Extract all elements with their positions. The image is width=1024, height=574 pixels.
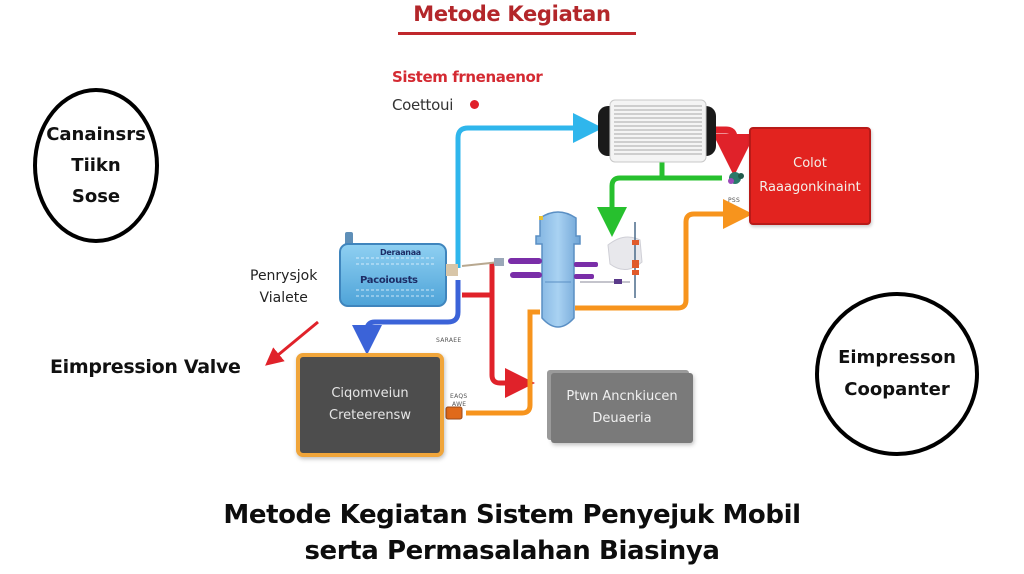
red-box-line-2: Raaagonkinaint xyxy=(759,180,861,195)
pipe-orange-right xyxy=(575,199,753,311)
pipe-red-upper xyxy=(712,126,755,176)
dark-box-line-1: Ciqomveiun xyxy=(331,386,409,401)
connector-fitting-icon xyxy=(728,172,744,184)
legend-label-control: Coettoui xyxy=(392,96,454,114)
pipe-green xyxy=(597,160,665,237)
pressure-valve-line-2: Vialete xyxy=(259,290,308,306)
dark-box-line-2: Creteerensw xyxy=(329,408,411,423)
pipe-light-blue xyxy=(455,113,603,268)
title-underline xyxy=(398,32,636,35)
tag-awe: AWE xyxy=(452,401,467,408)
caption-line-1: Metode Kegiatan Sistem Penyejuk Mobil xyxy=(223,500,801,530)
dryer-box: Ptwn Ancnkiucen Deuaeria xyxy=(551,373,693,443)
evaporator-box: Colot Raaagonkinaint xyxy=(749,127,871,225)
callout-left-line-3: Sose xyxy=(71,186,121,207)
gray-box-line-2: Deuaeria xyxy=(592,411,652,426)
tag-pss: PSS xyxy=(728,197,741,204)
callout-left-line-1: Canainsrs xyxy=(46,124,146,145)
valve-assembly-icon xyxy=(580,222,643,298)
diagram-title: Metode Kegiatan xyxy=(413,2,611,26)
callout-right-line-1: Eimpresson xyxy=(838,347,956,368)
reservoir-top-label: Deraanaa xyxy=(380,248,421,257)
orange-fitting-icon xyxy=(445,406,463,420)
drive-belt-icon xyxy=(508,258,598,279)
callout-right-line-2: Coopanter xyxy=(844,379,950,400)
pipe-red-lower xyxy=(462,262,520,383)
compressor-icon xyxy=(535,211,581,328)
callout-left-line-2: Tiikn xyxy=(71,155,121,176)
pointer-arrow-expansion xyxy=(265,320,319,366)
pressure-valve-label: Penrysjok Vialete xyxy=(250,265,317,309)
callout-circle-right: Eimpresson Coopanter xyxy=(815,292,979,456)
gray-box-line-1: Ptwn Ancnkiucen xyxy=(566,389,678,404)
reservoir-main-label: Pacoiousts xyxy=(360,275,418,286)
pipe-orange-left xyxy=(466,309,540,416)
reservoir-icon xyxy=(339,232,458,307)
pressure-valve-line-1: Penrysjok xyxy=(250,268,318,284)
expansion-valve-label: Eimpression Valve xyxy=(50,356,241,378)
callout-circle-left: Canainsrs Tiikn Sose xyxy=(33,88,159,243)
pipe-dark-blue xyxy=(352,280,461,355)
red-box-line-1: Colot xyxy=(793,156,827,171)
compressor-control-box: Ciqomveiun Creteerensw xyxy=(296,353,444,457)
tag-saraee: SARAEE xyxy=(436,337,462,344)
legend-label-system: Sistem frnenaenor xyxy=(392,68,543,86)
condenser-icon xyxy=(598,99,716,163)
tag-eaqs: EAQS xyxy=(450,393,468,400)
caption-line-2: serta Permasalahan Biasinya xyxy=(304,536,720,566)
legend-dot-icon xyxy=(470,100,479,109)
caption-title: Metode Kegiatan Sistem Penyejuk Mobil se… xyxy=(0,497,1024,569)
